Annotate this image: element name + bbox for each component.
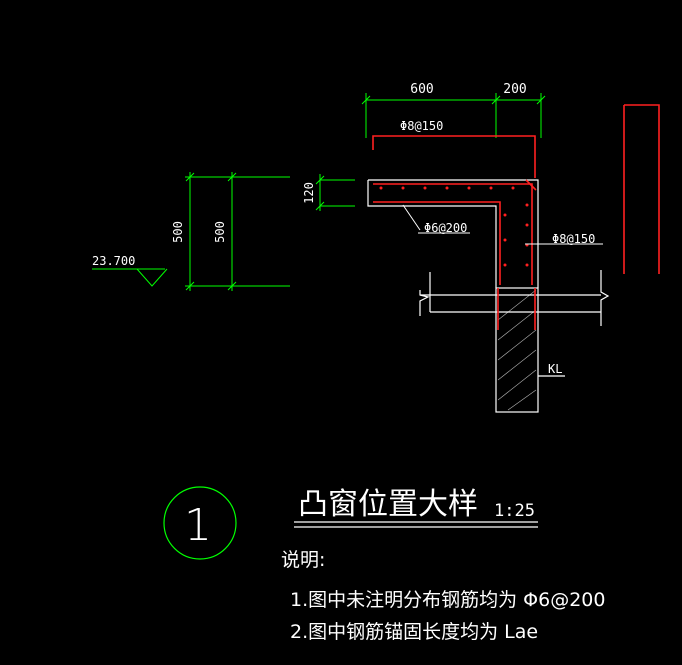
detail-scale: 1:25 bbox=[494, 501, 535, 521]
detail-number: 1 bbox=[184, 500, 212, 551]
dim-top-left: 600 bbox=[410, 82, 433, 97]
rebar-leaders bbox=[402, 204, 603, 245]
beam-label: KL bbox=[548, 362, 562, 376]
dim-top-right: 200 bbox=[503, 82, 526, 97]
dim-slab-thickness: 120 bbox=[302, 182, 316, 204]
dim-height-outer: 500 bbox=[213, 221, 227, 243]
note-item-1: 1.图中未注明分布钢筋均为 Φ6@200 bbox=[290, 589, 605, 611]
beam-hatching bbox=[497, 289, 537, 411]
dim-height-inner: 500 bbox=[171, 221, 185, 243]
dimension-lines bbox=[92, 93, 546, 291]
note-item-2: 2.图中钢筋锚固长度均为 Lae bbox=[290, 621, 538, 643]
rebar-lines bbox=[372, 104, 660, 330]
detail-number-circle bbox=[163, 486, 237, 560]
notes-heading: 说明: bbox=[281, 549, 325, 571]
structure-outline bbox=[367, 179, 610, 413]
rebar-distribution-label: Φ6@200 bbox=[424, 221, 467, 235]
rebar-right-label: Φ8@150 bbox=[552, 232, 595, 246]
elevation-label: 23.700 bbox=[92, 254, 135, 268]
rebar-top-label: Φ8@150 bbox=[400, 119, 443, 133]
rebar-dots bbox=[379, 186, 529, 267]
detail-title: 凸窗位置大样 bbox=[298, 487, 478, 522]
